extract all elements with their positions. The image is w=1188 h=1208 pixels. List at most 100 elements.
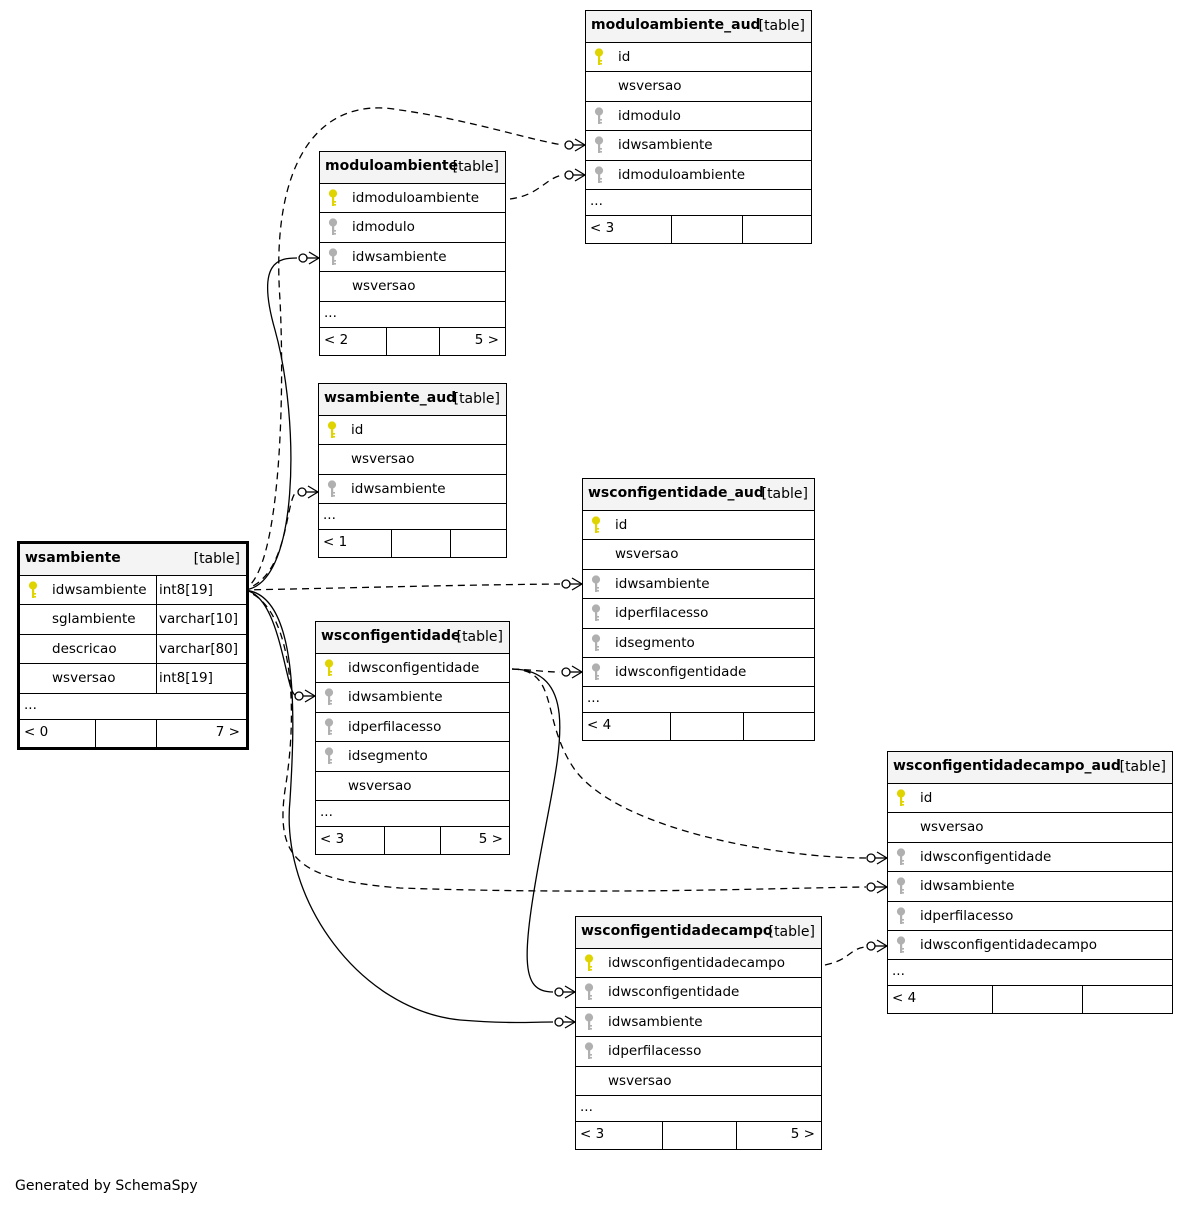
footer-divider	[384, 826, 385, 854]
edge-wsconfigentidade-wsconfigentidadecampo-aud	[511, 668, 867, 859]
table-header: wsambiente_aud[table]	[319, 384, 506, 416]
column-type: varchar[10]	[156, 605, 238, 634]
parent-count: < 1	[323, 534, 348, 551]
table-name: moduloambiente_aud	[591, 17, 761, 33]
parent-count: < 3	[590, 219, 615, 236]
table-type-label: [table]	[768, 924, 815, 940]
column-name: idmodulo	[618, 107, 681, 124]
table-wsconfigentidade[interactable]: wsconfigentidade[table] idwsconfigentidad…	[315, 621, 510, 855]
column-name: wsversao	[348, 777, 412, 794]
more-columns: ...	[319, 504, 506, 531]
footer-divider	[662, 1121, 663, 1149]
table-footer: < 4	[583, 713, 814, 741]
column-name: idwsambiente	[615, 575, 710, 592]
ellipsis-text: ...	[324, 304, 337, 321]
parent-count: < 4	[892, 990, 917, 1007]
edge-wsambiente-moduloambiente-aud	[241, 107, 564, 591]
child-count: 7 >	[215, 723, 240, 740]
table-footer: < 4	[888, 986, 1172, 1014]
column-row: idperfilacesso	[316, 713, 509, 743]
column-type: varchar[80]	[156, 634, 238, 664]
column-name: idperfilacesso	[608, 1043, 702, 1060]
table-header: wsambiente[table]	[20, 544, 246, 576]
ellipsis-text: ...	[320, 803, 333, 820]
table-name: wsconfigentidade	[321, 628, 461, 644]
crowfoot-marker	[298, 251, 320, 265]
edge-wsambiente-wsconfigentidade-aud	[241, 583, 561, 591]
column-row: id	[888, 784, 1172, 814]
table-name: wsconfigentidadecampo_aud	[893, 758, 1121, 774]
more-columns: ...	[583, 687, 814, 714]
column-name: descricao	[52, 640, 117, 657]
column-row: idwsconfigentidade	[583, 658, 814, 688]
footer-divider	[439, 327, 440, 355]
footer-divider	[742, 215, 743, 243]
table-wsconfigentidade-aud[interactable]: wsconfigentidade_aud[table]id wsversao idw…	[582, 478, 815, 742]
column-row: id	[586, 43, 811, 73]
column-name: idwsconfigentidade	[615, 663, 747, 680]
edge-wsambiente-wsambiente-aud	[241, 491, 298, 591]
table-type-label: [table]	[453, 391, 500, 407]
column-name: idwsconfigentidade	[348, 660, 480, 676]
column-name: idmoduloambiente	[618, 166, 746, 183]
column-row: idwsconfigentidadecampo	[888, 931, 1172, 961]
column-name: id	[615, 517, 628, 533]
column-row: descricao varchar[80]	[20, 634, 246, 665]
column-row: idwsambiente	[319, 475, 506, 505]
column-row: idwsambiente	[583, 570, 814, 600]
footer-divider	[450, 530, 451, 558]
table-header: moduloambiente_aud[table]	[586, 11, 811, 43]
column-name: idsegmento	[615, 634, 695, 651]
edge-wsconfigentidade-wsconfigentidadecampo	[511, 668, 561, 993]
column-type: int8[19]	[156, 576, 213, 605]
table-header: wsconfigentidadecampo_aud[table]	[888, 752, 1172, 784]
column-row: idperfilacesso	[576, 1037, 821, 1067]
column-row: idwsambiente	[586, 131, 811, 161]
ellipsis-text: ...	[24, 696, 37, 713]
crowfoot-marker	[564, 138, 586, 152]
table-header: wsconfigentidade_aud[table]	[583, 479, 814, 511]
table-header: moduloambiente[table]	[320, 152, 505, 184]
column-row: idmodulo	[320, 213, 505, 243]
ellipsis-text: ...	[323, 507, 336, 524]
column-name: idperfilacesso	[348, 718, 442, 735]
table-name: moduloambiente	[325, 158, 459, 174]
column-name: idwsambiente	[618, 137, 713, 154]
crowfoot-marker	[561, 665, 583, 679]
table-moduloambiente[interactable]: moduloambiente[table] idmoduloambiente idm…	[319, 151, 506, 356]
footer-divider	[671, 215, 672, 243]
column-name: idwsambiente	[608, 1013, 703, 1030]
more-columns: ...	[586, 190, 811, 216]
ellipsis-text: ...	[580, 1098, 593, 1115]
column-row: idwsconfigentidade	[888, 843, 1172, 873]
parent-count: < 2	[324, 331, 349, 348]
edge-wsambiente-moduloambiente	[241, 257, 298, 591]
edge-wsconfigentidadecampo-wsconfigentidadecampo-aud	[824, 946, 867, 966]
table-header: wsconfigentidadecampo[table]	[576, 917, 821, 949]
generated-by-footer: Generated by SchemaSpy	[15, 1178, 198, 1194]
column-row: idmodulo	[586, 102, 811, 132]
table-type-label: [table]	[452, 159, 499, 175]
more-columns: ...	[320, 302, 505, 328]
edge-moduloambiente-moduloambiente-aud	[509, 174, 564, 200]
column-name: idmoduloambiente	[352, 190, 480, 206]
table-type-label: [table]	[456, 629, 503, 645]
column-type: int8[19]	[156, 664, 213, 693]
table-name: wsambiente	[25, 550, 121, 566]
column-name: idwsconfigentidadecampo	[920, 936, 1098, 953]
column-name: wsversao	[351, 451, 415, 468]
child-count: 5 >	[474, 331, 499, 348]
column-row: idmoduloambiente	[320, 184, 505, 214]
crowfoot-marker	[554, 985, 576, 999]
column-name: wsversao	[52, 670, 116, 687]
column-row: wsversao	[583, 540, 814, 570]
column-row: idwsconfigentidade	[316, 654, 509, 684]
table-wsconfigentidadecampo[interactable]: wsconfigentidadecampo[table]idwsconfigen…	[575, 916, 822, 1150]
column-row: idsegmento	[583, 629, 814, 658]
